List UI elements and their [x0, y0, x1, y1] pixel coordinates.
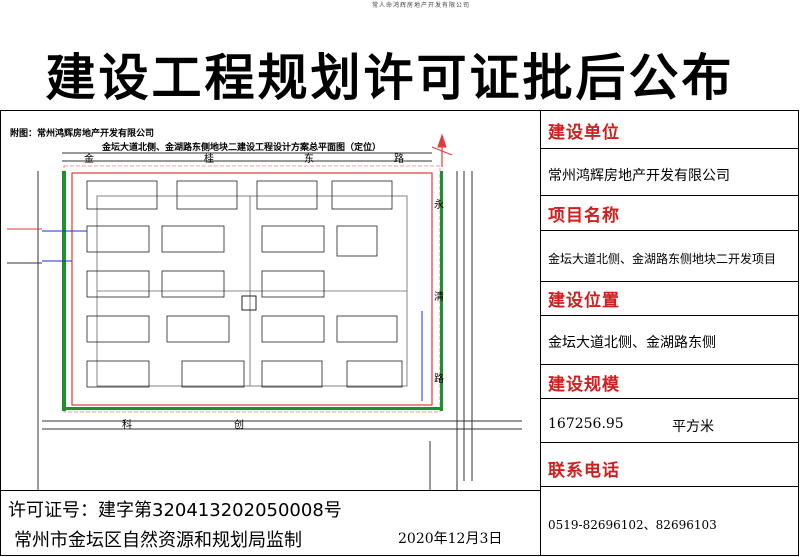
row-divider	[540, 230, 799, 231]
page-title: 建设工程规划许可证批后公布	[45, 49, 735, 107]
road-label-gui: 桂	[204, 154, 214, 165]
notice-frame	[0, 110, 799, 556]
site-plan-drawing	[7, 133, 522, 490]
footer-divider	[0, 490, 540, 491]
phone-label: 联系电话	[548, 461, 620, 481]
scale-label: 建设规模	[548, 375, 620, 395]
scale-unit: 平方米	[672, 419, 714, 435]
row-divider	[540, 195, 799, 196]
project-value: 金坛大道北侧、金湖路东侧地块二开发项目	[548, 252, 777, 266]
top-note: 常人命鸿辉房地产开发有限公司	[372, 2, 471, 9]
issue-date: 2020年12月3日	[398, 531, 503, 547]
road-label-yong: 永	[434, 200, 444, 211]
unit-label: 建设单位	[548, 123, 620, 143]
road-label-chuang: 创	[234, 420, 244, 431]
row-divider	[540, 364, 799, 365]
row-divider	[540, 398, 799, 399]
location-value: 金坛大道北侧、金湖路东侧	[548, 335, 716, 351]
road-label-lu2: 路	[434, 374, 444, 385]
plan-caption: 金坛大道北侧、金湖路东侧地块二建设工程设计方案总平面图（定位）	[102, 143, 382, 153]
project-label: 项目名称	[548, 206, 620, 226]
road-label-dong: 东	[304, 154, 314, 165]
road-label-ke: 科	[122, 420, 132, 431]
unit-value: 常州鸿辉房地产开发有限公司	[548, 168, 730, 184]
row-divider	[540, 148, 799, 149]
permit-number: 许可证号：建字第320413202050008号	[8, 500, 342, 521]
row-divider	[540, 281, 799, 282]
location-label: 建设位置	[548, 291, 620, 311]
row-divider	[540, 486, 799, 487]
site-plan	[2, 111, 540, 490]
road-label-lu1: 路	[394, 154, 404, 165]
phone-value: 0519-82696102、82696103	[548, 518, 717, 532]
supervisor: 常州市金坛区自然资源和规划局监制	[14, 530, 302, 551]
row-divider	[540, 315, 799, 316]
scale-value: 167256.95	[548, 416, 624, 432]
road-label-qing: 清	[434, 292, 444, 303]
road-label-jin: 金	[84, 154, 94, 165]
column-divider	[540, 110, 541, 556]
plan-attachment: 附图：常州鸿辉房地产开发有限公司	[10, 129, 155, 139]
row-divider	[540, 442, 799, 443]
